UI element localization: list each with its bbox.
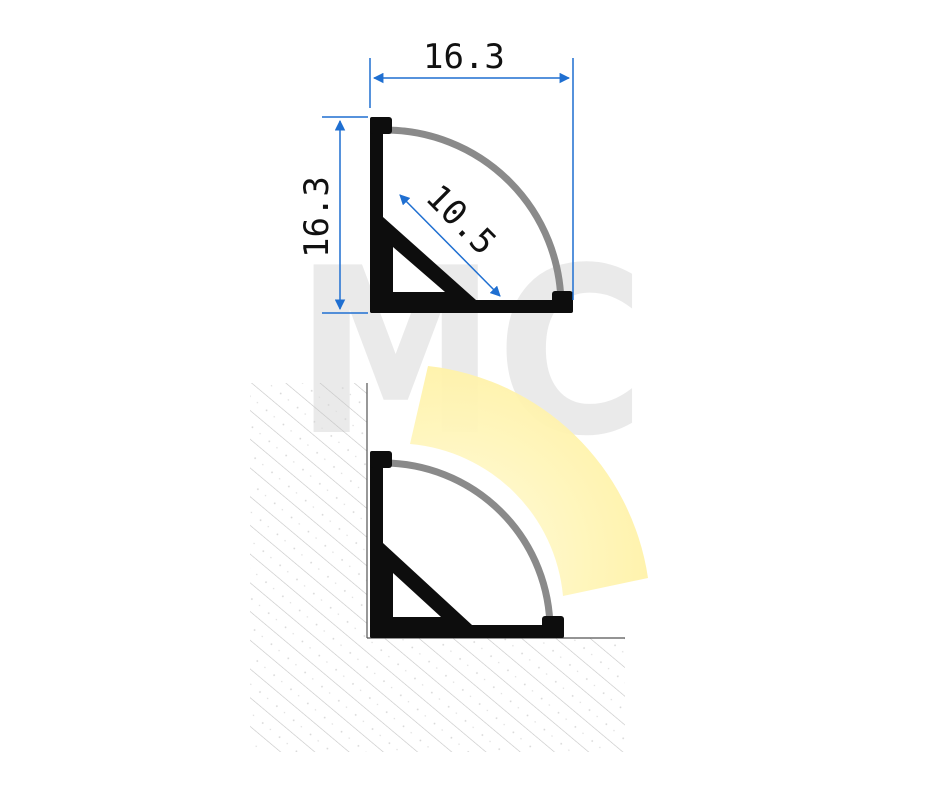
- light-glow: [410, 366, 648, 596]
- diffuser-arc-installed: [379, 459, 554, 634]
- height-label: 16.3: [297, 176, 337, 258]
- profile-hollow-installed: [393, 573, 441, 617]
- diffuser-arc: [381, 126, 565, 310]
- width-dimension: 16.3: [369, 37, 574, 300]
- height-dimension: 16.3: [297, 116, 368, 314]
- installed-profile: [250, 366, 648, 752]
- width-label: 16.3: [423, 37, 505, 77]
- dimensioned-profile: 16.3 16.3 10.5: [297, 37, 574, 314]
- wall-hatch: [250, 383, 625, 752]
- aluminium-profile-installed: [370, 451, 564, 638]
